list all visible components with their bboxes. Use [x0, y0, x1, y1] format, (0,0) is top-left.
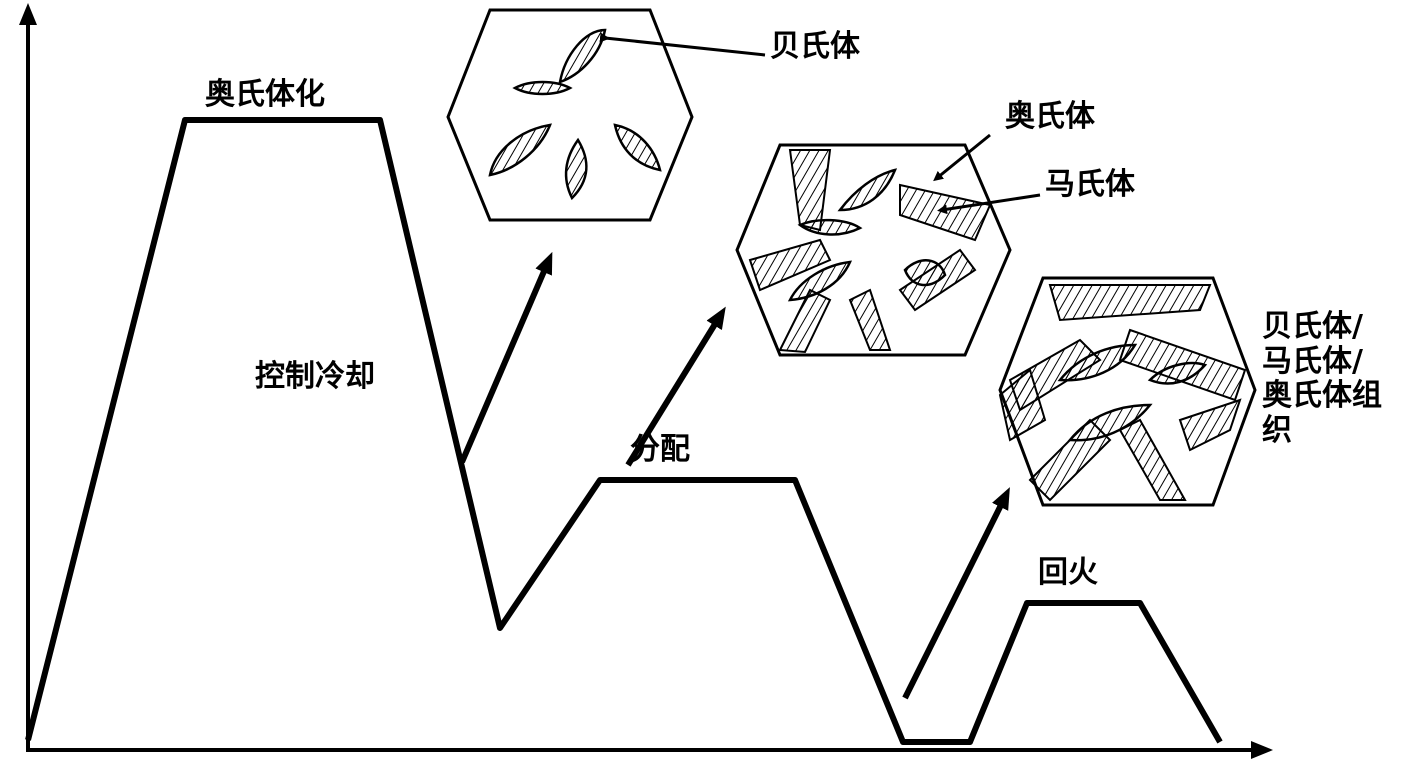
mixed-line-1: 贝氏体/ [1262, 309, 1363, 344]
hexagon-bainite [446, 8, 694, 222]
label-bainite: 贝氏体 [770, 29, 860, 64]
bainite-pointer [599, 32, 766, 57]
mixed-line-2: 马氏体/ [1262, 343, 1363, 379]
hexagon-mixed [998, 276, 1257, 507]
arrow-to-bainite-hex [459, 251, 553, 464]
label-temper: 回火 [1038, 555, 1098, 590]
label-austenitize: 奥氏体化 [205, 77, 325, 112]
label-controlled-cooling: 控制冷却 [255, 359, 375, 394]
label-austenite: 奥氏体 [1005, 99, 1095, 134]
martensite-pointer [937, 193, 1041, 215]
hexagon-martensite [735, 143, 1012, 357]
arrow-to-martensite-hex [625, 306, 726, 467]
label-mixed-structure: 贝氏体/ 马氏体/ 奥氏体组 织 [1262, 309, 1382, 448]
arrow-to-mixed-hex [902, 487, 1010, 700]
heat-treatment-curve [25, 117, 1223, 745]
austenite-pointer [933, 133, 991, 182]
label-martensite: 马氏体 [1045, 167, 1135, 202]
mixed-line-3: 奥氏体组 [1262, 378, 1382, 413]
mixed-line-4: 织 [1262, 412, 1292, 448]
label-partition: 分配 [630, 432, 690, 467]
